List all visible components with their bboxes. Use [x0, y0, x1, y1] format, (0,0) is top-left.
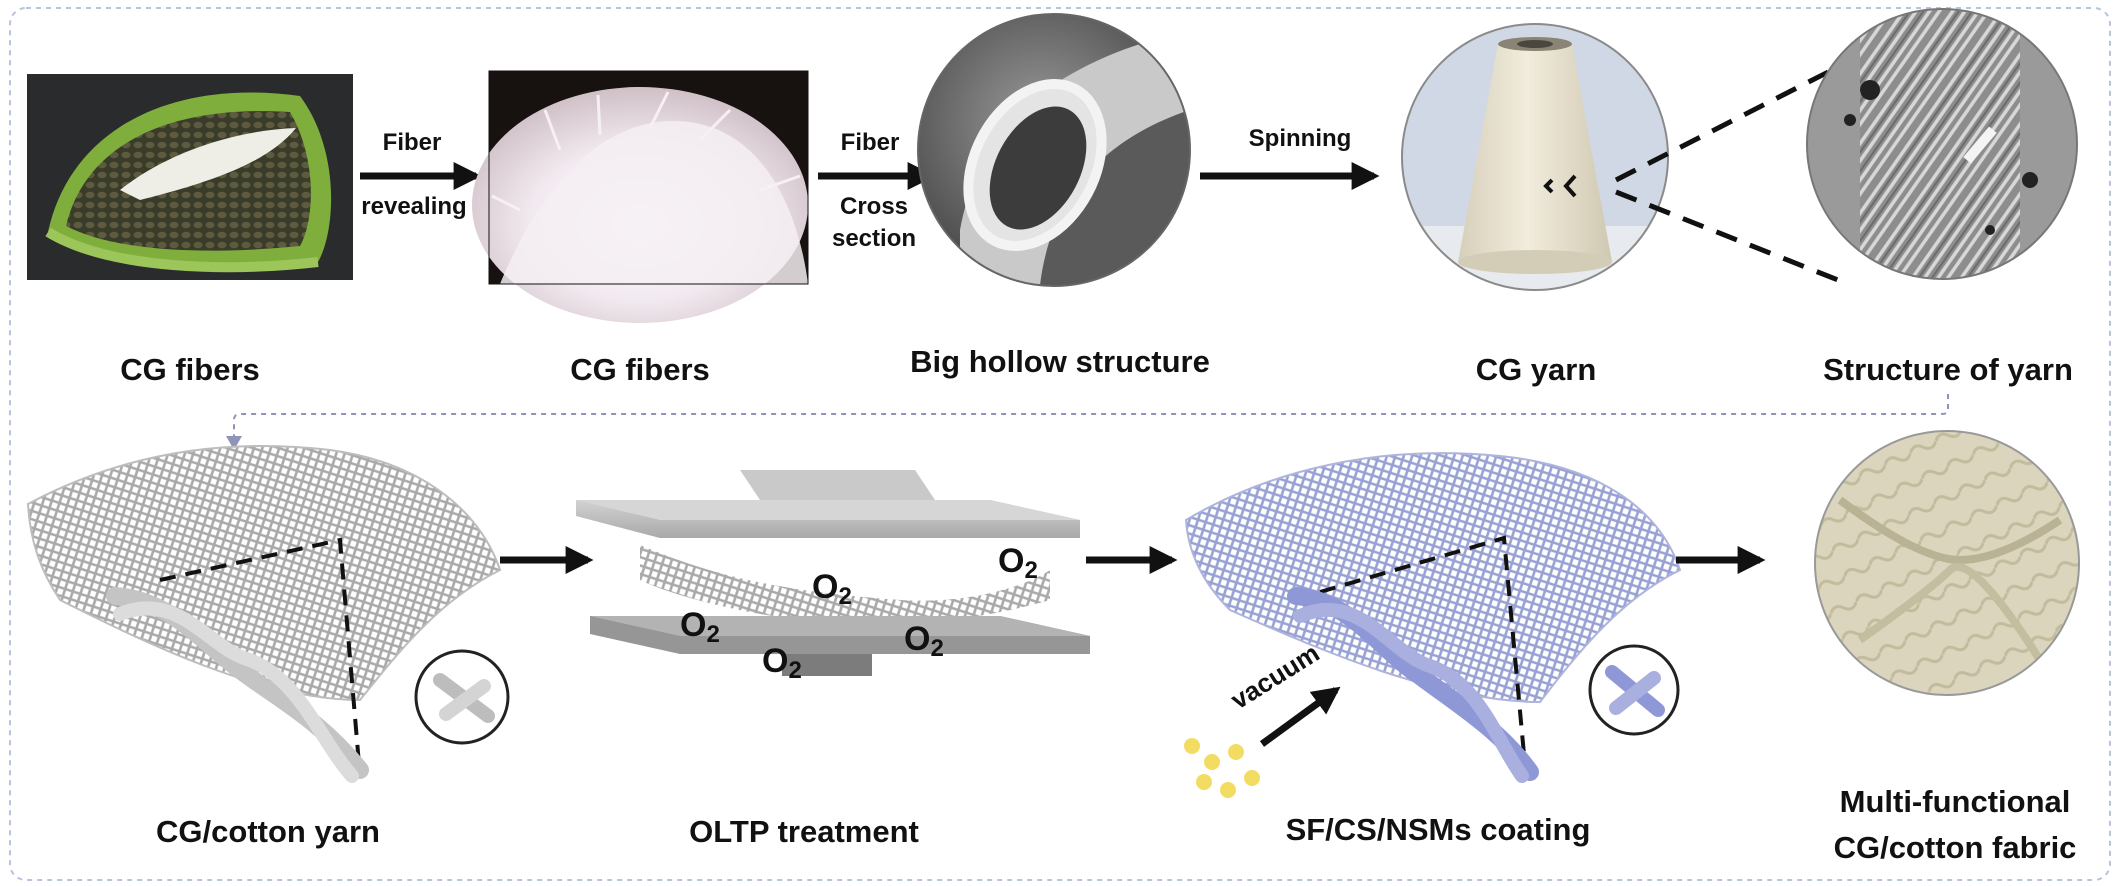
- caption-cg-fibers-2: CG fibers: [570, 352, 710, 387]
- caption-coating: SF/CS/NSMs coating: [1286, 812, 1591, 847]
- vacuum-label: vacuum: [1225, 638, 1324, 716]
- fluffy-fibers-photo: [472, 70, 809, 323]
- yarn-structure-sem: [1806, 8, 2078, 280]
- caption-oltp: OLTP treatment: [689, 814, 919, 849]
- caption-big-hollow: Big hollow structure: [910, 344, 1210, 379]
- caption-fabric-line2: CG/cotton fabric: [1834, 830, 2077, 865]
- o2-label-5: O2: [762, 642, 802, 684]
- arrow-label-fiber: Fiber: [383, 129, 442, 156]
- oltp-plasma-plates: [576, 470, 1090, 676]
- caption-cg-fibers-1: CG fibers: [120, 352, 260, 387]
- fabric-photo: [1814, 430, 2080, 696]
- caption-cg-yarn: CG yarn: [1476, 352, 1597, 387]
- hollow-fiber-sem: [917, 13, 1191, 287]
- nanoparticles: [1184, 738, 1260, 798]
- caption-structure-of-yarn: Structure of yarn: [1823, 352, 2073, 387]
- flow-connector: [233, 394, 1949, 440]
- o2-label-1: O2: [812, 568, 852, 610]
- zoom-line-lower: [1615, 189, 1849, 287]
- coated-yarn-mesh: [1184, 452, 1682, 783]
- o2-label-4: O2: [904, 620, 944, 662]
- caption-cg-cotton-yarn: CG/cotton yarn: [156, 814, 380, 849]
- yarn-cone-photo: [1401, 23, 1669, 291]
- arrow-vacuum: [1259, 686, 1341, 747]
- o2-label-2: O2: [998, 542, 1038, 584]
- cotton-yarn-mesh: [26, 445, 510, 783]
- flow-connector-head: [226, 436, 242, 450]
- arrow-label-spinning: Spinning: [1249, 125, 1352, 152]
- zoom-line-upper: [1614, 63, 1842, 183]
- caption-fabric-line1: Multi-functional: [1840, 784, 2071, 819]
- arrow-label-fiber-2: Fiber: [841, 129, 900, 156]
- arrow-label-revealing: revealing: [361, 193, 466, 220]
- arrow-label-section: section: [832, 225, 916, 252]
- seed-pod-photo: [27, 74, 353, 280]
- o2-label-3: O2: [680, 606, 720, 648]
- arrow-label-cross: Cross: [840, 193, 908, 220]
- outer-frame: [9, 7, 2111, 881]
